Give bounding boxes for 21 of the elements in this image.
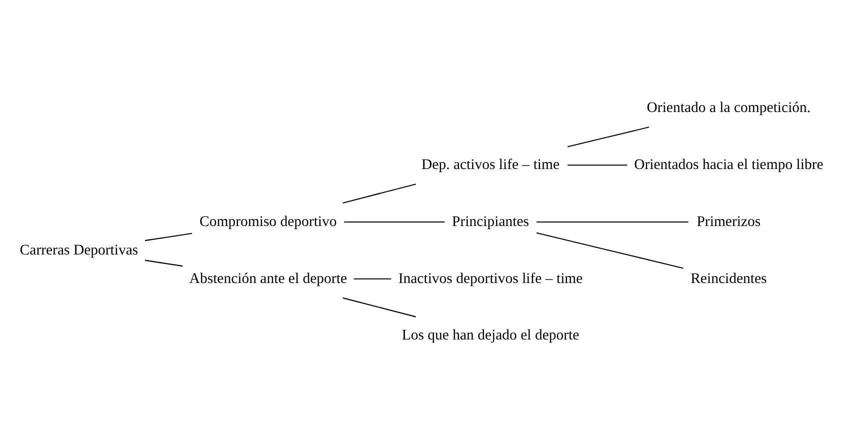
connector: [144, 232, 192, 242]
node-text: Principiantes: [452, 214, 530, 230]
node-text: Carreras Deportivas: [20, 242, 138, 258]
node-text: Orientado a la competición.: [646, 100, 811, 116]
connector: [536, 232, 684, 269]
node-text: Inactivos deportivos life – time: [398, 270, 583, 287]
node-text: Los que han dejado el deporte: [402, 328, 580, 344]
connector: [567, 126, 650, 148]
node-text: Compromiso deportivo: [200, 214, 337, 230]
connector: [354, 278, 392, 280]
node-text: Orientados hacia el tiempo libre: [634, 156, 824, 173]
node-text: Dep. activos life – time: [422, 156, 560, 173]
node-text: Primerizos: [696, 214, 761, 230]
connector: [568, 164, 628, 166]
node-text: Abstención ante el deporte: [189, 270, 348, 287]
connector: [342, 297, 416, 318]
connector: [536, 221, 688, 223]
connector: [342, 184, 416, 204]
connector: [144, 260, 183, 267]
node-text: Reincidentes: [690, 270, 767, 287]
connector: [344, 221, 445, 223]
